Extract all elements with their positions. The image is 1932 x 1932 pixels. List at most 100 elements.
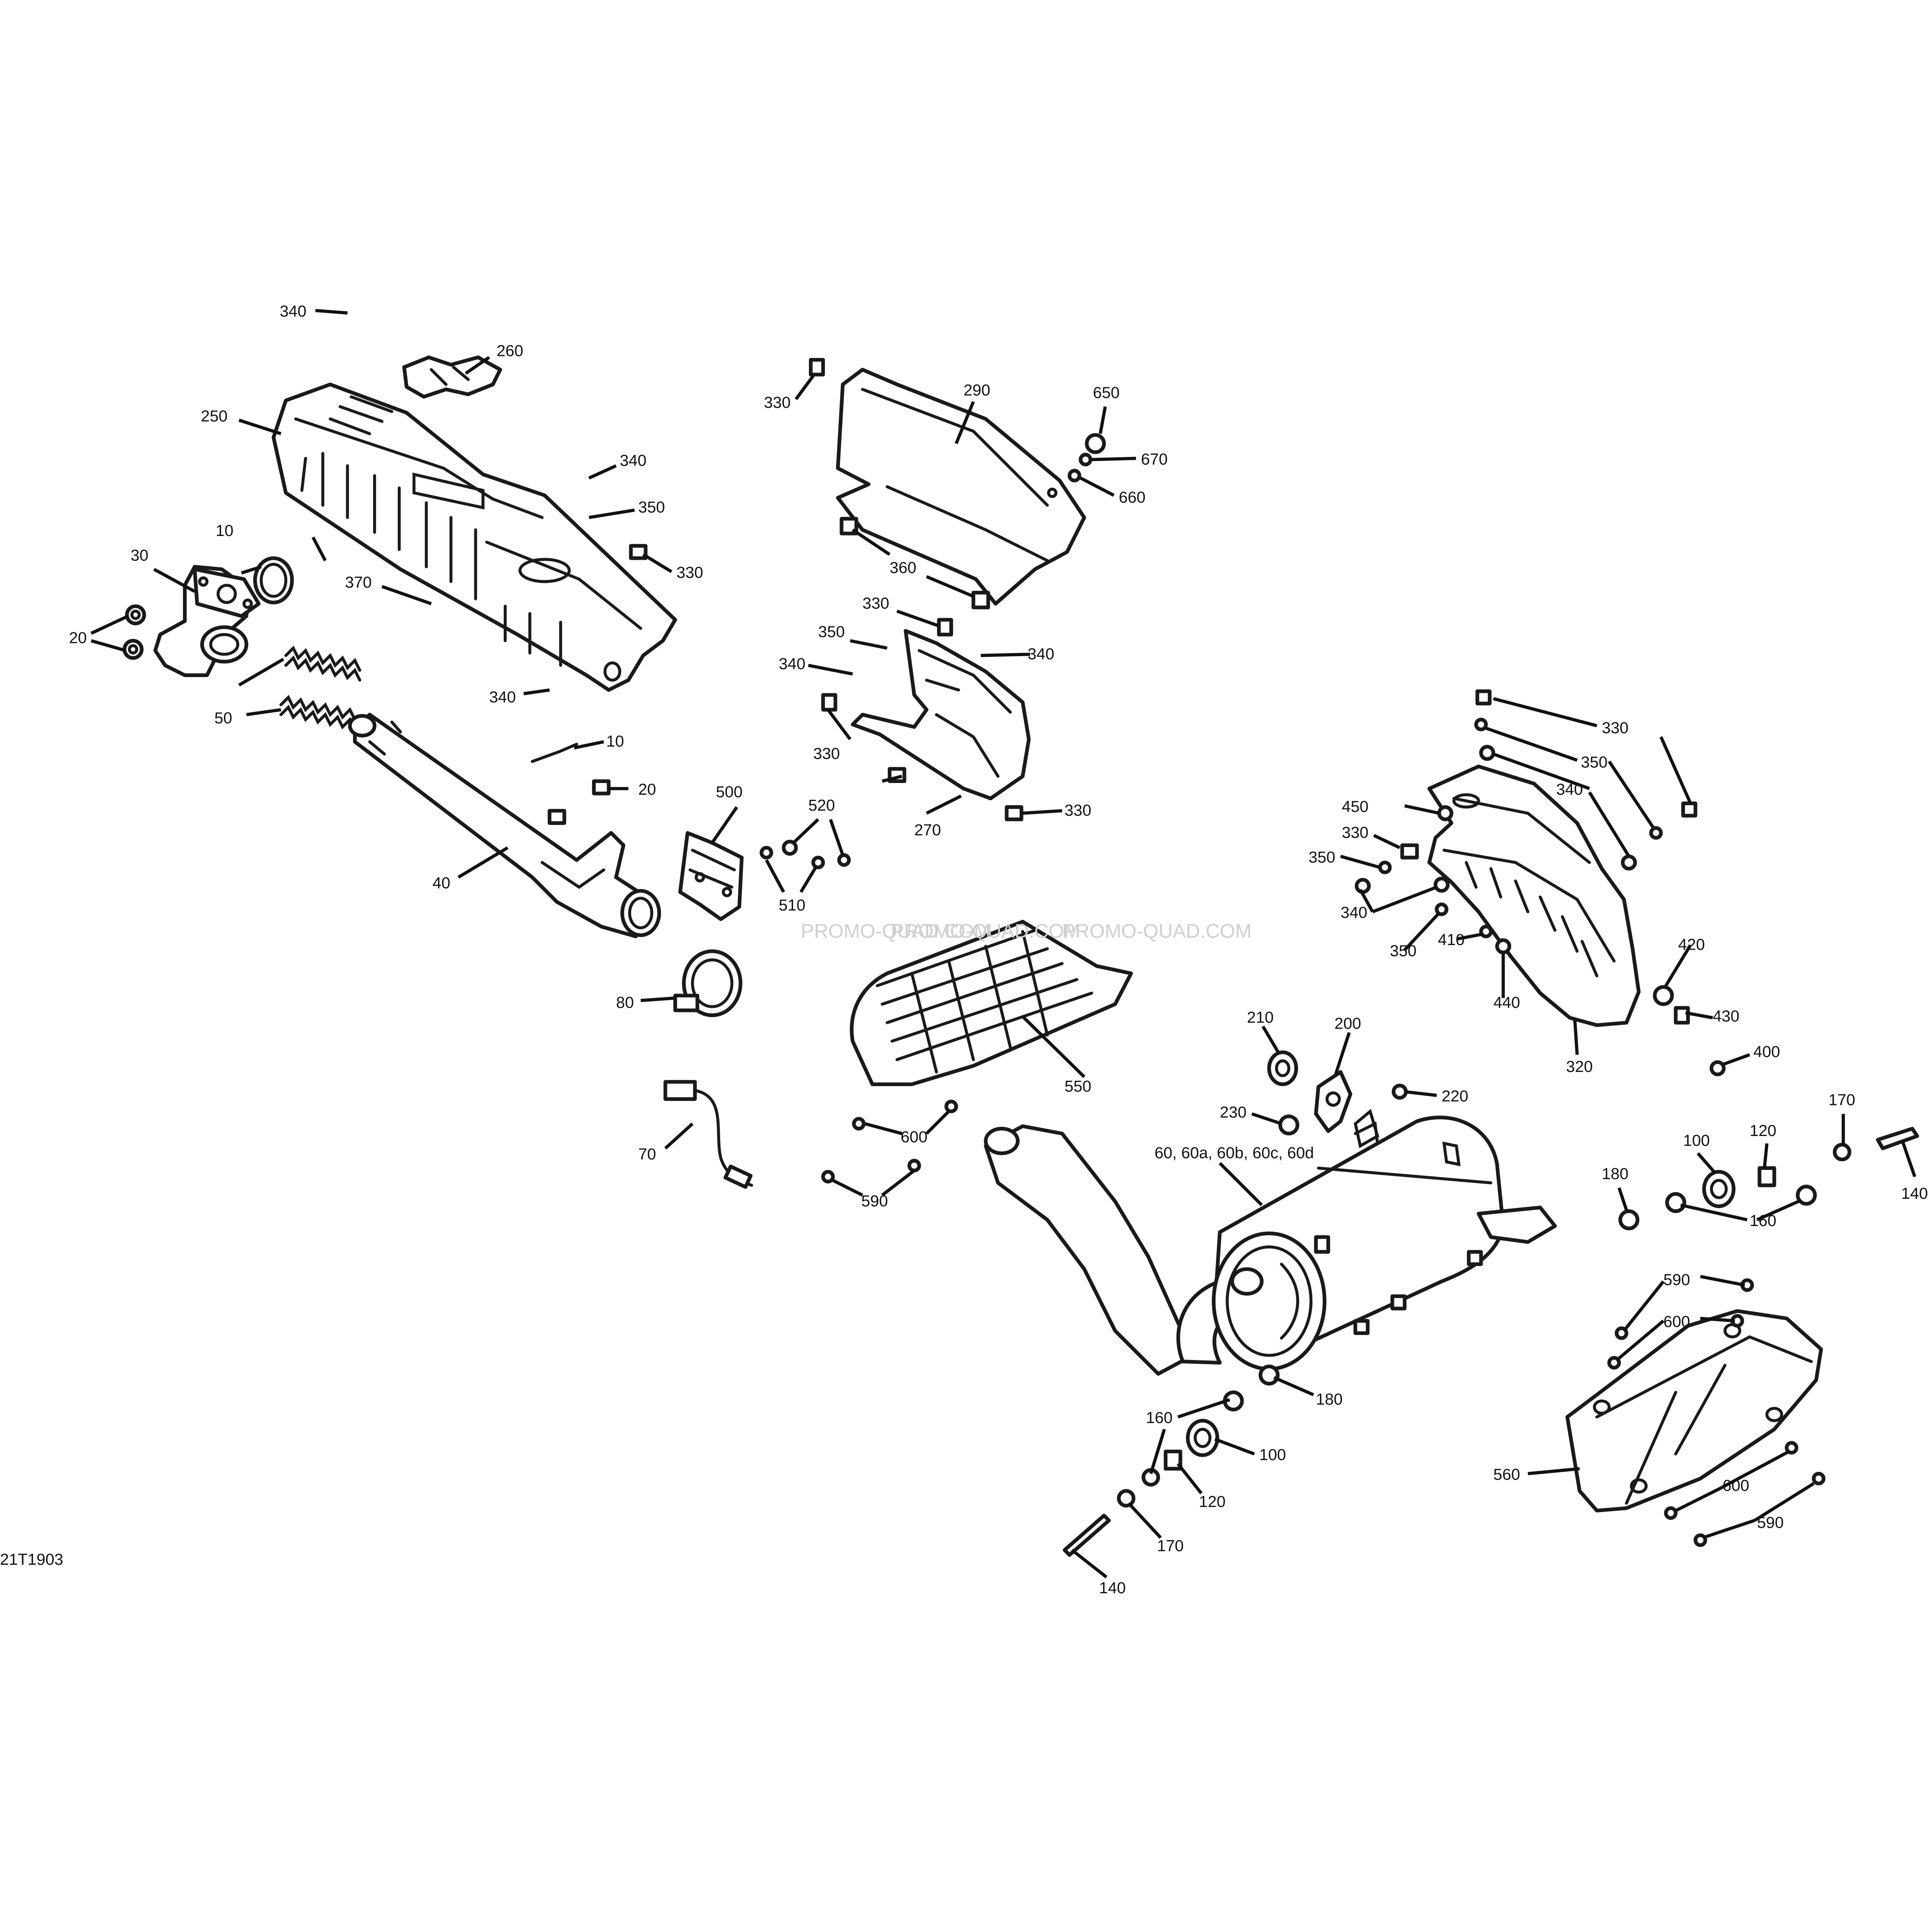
callout-340: 340 (489, 688, 516, 706)
callout-330: 330 (813, 745, 840, 763)
part-560-heat-shield (1565, 1309, 1823, 1513)
callout-100: 100 (1683, 1132, 1710, 1150)
part-330-clip (821, 693, 837, 712)
callout-270: 270 (914, 821, 941, 839)
watermark: PROMO-QUAD.COM (891, 920, 1080, 942)
leader-lines (90, 309, 1917, 1579)
part-420-nut (1653, 985, 1674, 1006)
callout-420: 420 (1678, 936, 1705, 954)
part-600-washer (1664, 1506, 1678, 1520)
callout-160: 160 (1749, 1212, 1776, 1230)
callout-510: 510 (779, 896, 806, 914)
part-230-nut (1278, 1114, 1299, 1136)
callout-660: 660 (1119, 489, 1146, 507)
part-600-washer (852, 1117, 866, 1131)
part-260-cover-plate (402, 355, 502, 399)
callout-370: 370 (345, 574, 372, 592)
part-520-bolt (837, 853, 851, 867)
callout-500: 500 (716, 783, 743, 801)
part-330-clip (1681, 801, 1698, 818)
callout-20: 20 (638, 781, 656, 799)
part-330-clip (937, 618, 953, 636)
callout-330: 330 (1064, 801, 1091, 819)
callout-340: 340 (1028, 645, 1054, 663)
part-180-nut (1618, 1209, 1640, 1231)
part-50-springs (279, 645, 361, 731)
callout-340: 340 (620, 451, 647, 469)
callout-330: 330 (1602, 719, 1628, 737)
callout-230: 230 (1220, 1103, 1247, 1121)
watermark: PROMO-QUAD.COM (801, 920, 990, 942)
callout-210: 210 (1247, 1008, 1274, 1026)
callout-180: 180 (1602, 1165, 1628, 1183)
part-590-screw (907, 1159, 921, 1172)
part-290-heat-shield (836, 368, 1086, 606)
part-650-plug (1084, 433, 1106, 454)
callout-120: 120 (1749, 1122, 1776, 1140)
part-200-bracket (1314, 1070, 1352, 1133)
callout-350: 350 (818, 623, 845, 641)
part-270-heat-shield (850, 629, 1031, 801)
callout-600: 600 (1723, 1477, 1749, 1495)
part-600-washer (1785, 1441, 1798, 1455)
callout-180: 180 (1316, 1391, 1343, 1409)
part-100-grommet (1186, 1419, 1219, 1457)
part-180-nut (1258, 1364, 1280, 1386)
callout-340: 340 (1341, 904, 1368, 922)
part-80-clamp (673, 949, 742, 1018)
callout-340: 340 (1556, 781, 1583, 799)
callout-290: 290 (963, 381, 990, 399)
callout-600: 600 (901, 1128, 927, 1146)
part-140-bolt (1062, 1513, 1111, 1557)
part-30-exhaust-flange (153, 565, 261, 677)
part-670-washer (1079, 453, 1092, 466)
callout-350: 350 (1309, 848, 1335, 866)
part-350-washer (1474, 718, 1488, 732)
part-120-spacer (1757, 1166, 1776, 1188)
callout-30: 30 (131, 546, 149, 564)
part-20-clips (547, 779, 611, 825)
part-20-nuts (122, 604, 146, 660)
callout-140: 140 (1099, 1579, 1126, 1597)
callout-520: 520 (808, 796, 835, 814)
callout-170: 170 (1829, 1091, 1855, 1109)
callout-120: 120 (1199, 1493, 1226, 1511)
part-160-washer (1795, 1185, 1817, 1206)
part-340-bolt (1433, 876, 1450, 893)
part-350-washer (1435, 902, 1449, 916)
callout-590: 590 (1664, 1271, 1690, 1289)
part-60-muffler-assembly (984, 1109, 1557, 1376)
callout-550: 550 (1064, 1077, 1091, 1095)
callout-430: 430 (1713, 1007, 1739, 1025)
part-170-washer (1833, 1143, 1852, 1162)
callout-260: 260 (497, 342, 523, 360)
part-510-washer (811, 855, 825, 870)
callout-650: 650 (1093, 384, 1120, 402)
part-430-spacer (1674, 1006, 1690, 1025)
callout-440: 440 (1493, 994, 1520, 1012)
callout-330: 330 (676, 564, 703, 582)
part-440-washer (1495, 938, 1512, 955)
part-10-spring-clip (531, 742, 578, 763)
callout-170: 170 (1157, 1537, 1184, 1555)
part-590-screw (821, 1170, 835, 1184)
callout-10: 10 (216, 522, 234, 540)
drawing-code: 21T1903 (0, 1551, 63, 1569)
part-210-grommet (1267, 1050, 1298, 1086)
callout-600: 600 (1664, 1313, 1690, 1331)
callout-590: 590 (861, 1192, 888, 1210)
callout-60: 60, 60a, 60b, 60c, 60d (1154, 1144, 1314, 1162)
part-160-washer (1665, 1192, 1686, 1213)
part-510-washer (760, 846, 773, 860)
callout-670: 670 (1141, 450, 1168, 468)
part-340-bolt (1479, 744, 1495, 761)
callout-250: 250 (201, 407, 228, 425)
part-140-bolt (1876, 1127, 1919, 1150)
callout-350: 350 (638, 498, 665, 516)
callout-450: 450 (1342, 798, 1368, 816)
part-340-bolt (1355, 878, 1371, 894)
part-170-washer (1117, 1489, 1136, 1508)
callout-20: 20 (69, 629, 87, 647)
callout-220: 220 (1442, 1087, 1468, 1105)
